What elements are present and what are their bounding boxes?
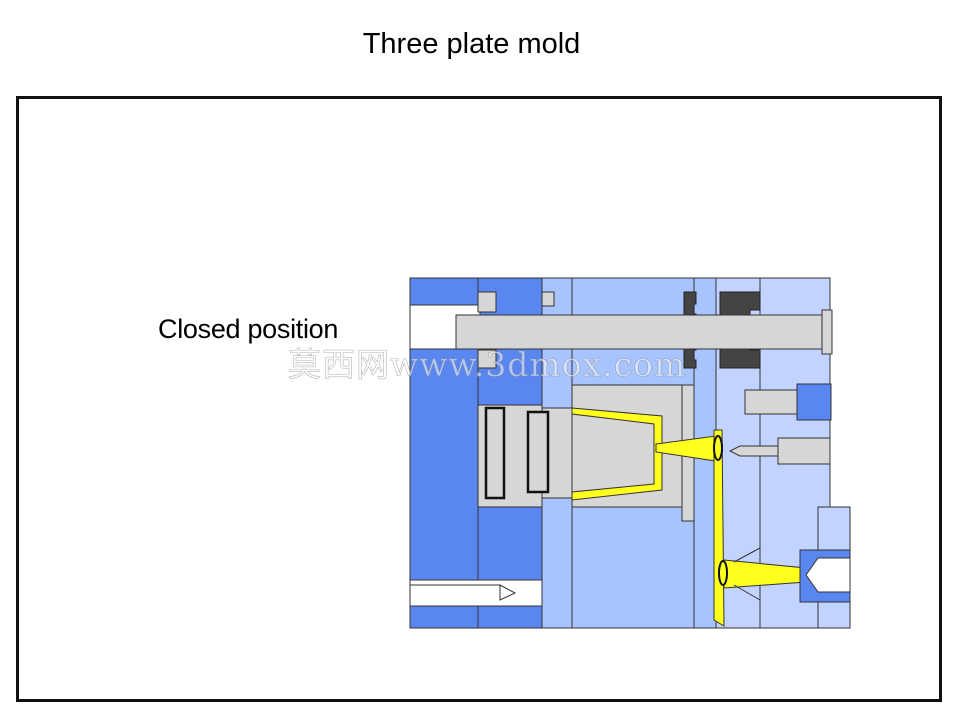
diagram-frame — [16, 96, 942, 702]
ejector-sleeve-1 — [484, 406, 506, 500]
slide-title: Three plate mold — [362, 28, 581, 60]
ejector-pocket-lower — [477, 349, 497, 369]
return-pin-bore — [409, 579, 543, 607]
state-label: Closed position — [158, 314, 339, 344]
watermark: 莫西网www.3dmox.com — [288, 345, 687, 385]
puller-pin-tip — [728, 445, 779, 457]
runner-lock-upper — [713, 435, 723, 461]
support-pin-head — [796, 383, 832, 421]
runner-lock-lower — [718, 560, 728, 586]
puller-pin — [777, 437, 831, 465]
support-pin — [744, 389, 798, 415]
guide-pin-head — [821, 309, 833, 355]
ejector-pocket-upper — [477, 291, 497, 313]
nozzle-seat — [805, 557, 851, 593]
core-step — [541, 291, 555, 307]
ejector-sleeve-2 — [526, 410, 550, 494]
molded-part — [571, 407, 663, 501]
